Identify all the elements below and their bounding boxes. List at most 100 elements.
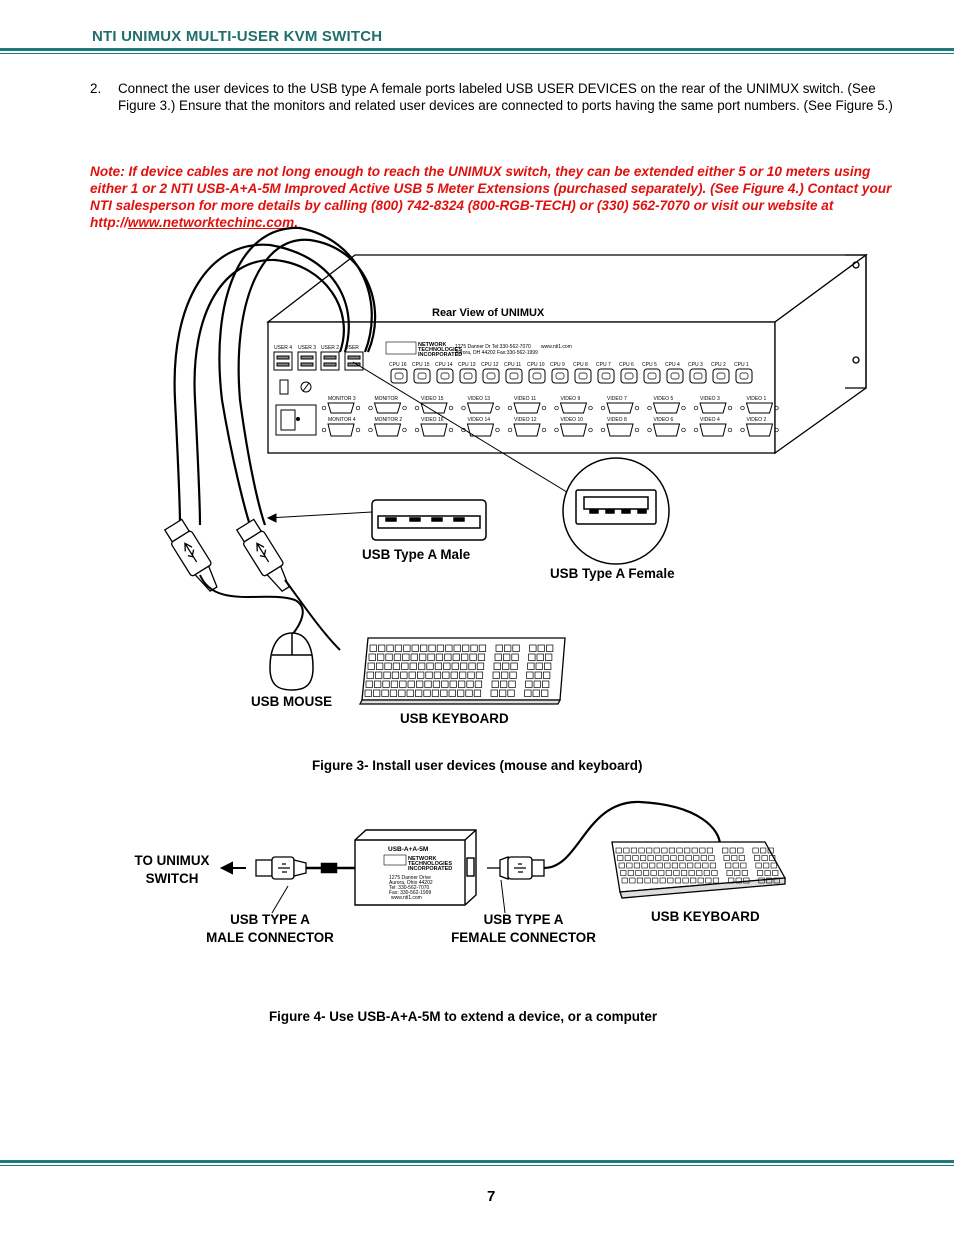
video-port (513, 423, 541, 437)
keyboard-key (424, 680, 432, 688)
keyboard-key (460, 662, 468, 670)
keyboard-key (525, 680, 533, 688)
female-connector-line: USB TYPE A (483, 912, 564, 927)
keyboard-key (632, 855, 639, 861)
keyboard-key (646, 847, 653, 854)
keyboard-key (626, 862, 633, 869)
keyboard-key (629, 877, 636, 884)
cpu-port-label: CPU 3 (688, 362, 703, 368)
user-port-label: USER (345, 345, 359, 351)
keyboard-key (499, 689, 507, 697)
keyboard-key (659, 877, 666, 884)
keyboard-key (428, 644, 436, 652)
cpu-port-label: CPU 13 (458, 362, 476, 368)
keyboard-key (533, 680, 541, 688)
keyboard-key (647, 855, 654, 861)
keyboard-key (476, 662, 485, 670)
to-unimux-line: TO UNIMUX (134, 853, 210, 868)
footer-rule-thin (0, 1165, 954, 1166)
keyboard-key (731, 855, 738, 861)
keyboard-key (723, 855, 730, 861)
keyboard-key (662, 855, 669, 861)
usb-keyboard-label: USB KEYBOARD (400, 711, 509, 726)
video-port-label: VIDEO 7 (607, 396, 627, 402)
cpu-port-label: CPU 10 (527, 362, 545, 368)
address-line: Aurora, Ohio 44202 (389, 880, 433, 886)
port-screw (541, 427, 547, 433)
keyboard-key (381, 689, 389, 697)
keyboard-key (664, 862, 671, 869)
keyboard-key (772, 870, 779, 876)
keyboard-key (385, 653, 393, 661)
male-connector-line: MALE CONNECTOR (206, 930, 334, 945)
keyboard-key (615, 847, 622, 854)
female-connector-label: USB TYPE A FEMALE CONNECTOR (446, 912, 601, 945)
video-port-label: VIDEO 1 (747, 396, 767, 402)
keyboard-key (621, 877, 628, 884)
company-name-line: TECHNOLOGIES (408, 861, 452, 867)
keyboard-key (758, 877, 765, 884)
video-port (420, 423, 448, 437)
keyboard-key (690, 877, 697, 884)
extender-company: NETWORK TECHNOLOGIES INCORPORATED (383, 854, 452, 872)
cpu-port-label: CPU 5 (642, 362, 657, 368)
cpu-port (620, 368, 638, 384)
cpu-port-inner (601, 372, 611, 380)
user-port-label: USER 2 (321, 345, 339, 351)
video-port (466, 402, 495, 414)
keyboard-key (676, 847, 683, 854)
cpu-port-inner (394, 372, 404, 380)
keyboard-key (650, 870, 657, 876)
fig4-cable-right (543, 800, 722, 870)
keyboard-key (411, 644, 419, 652)
keyboard-key (618, 862, 625, 869)
video-port-label: VIDEO 13 (468, 396, 491, 402)
keyboard-key (728, 877, 735, 884)
cpu-port (482, 368, 500, 384)
keyboard-key (661, 847, 668, 854)
company-name-line: NETWORK (418, 342, 446, 348)
keyboard-key (638, 847, 645, 854)
keyboard-key (419, 653, 427, 661)
fig4-keyboard-keys (615, 847, 780, 884)
page-number: 7 (487, 1188, 496, 1205)
keyboard-key (494, 653, 502, 661)
port-screw (634, 427, 640, 433)
keyboard-key (440, 689, 448, 697)
video-port (606, 402, 634, 414)
step-text: Connect the user devices to the USB type… (118, 81, 893, 113)
video-port-label: VIDEO 12 (514, 417, 537, 423)
keyboard-key (459, 671, 467, 679)
keyboard-key (435, 653, 444, 661)
video-port-label: MONITOR 4 (328, 417, 356, 423)
keyboard-key (766, 877, 773, 884)
cpu-port-label: CPU 14 (435, 362, 453, 368)
video-port (420, 402, 448, 414)
keyboard-key (770, 862, 777, 869)
user-port-labels: USER 4 USER 3 USER 2 USER (274, 345, 359, 351)
usb-extender-box (354, 829, 477, 906)
keyboard-key (700, 855, 707, 861)
keyboard-key (542, 680, 550, 688)
keyboard-key (418, 662, 426, 670)
video-port-label: VIDEO 5 (654, 396, 674, 402)
keyboard-key (383, 671, 391, 679)
cpu-port-label: CPU 1 (734, 362, 749, 368)
fig4-keyboard-label: USB KEYBOARD (651, 909, 760, 924)
keyboard-key (504, 644, 512, 652)
usb-plug-left (163, 518, 218, 593)
cpu-port-label: CPU 4 (665, 362, 680, 368)
keyboard-key (644, 877, 651, 884)
usb-male-label: USB Type A Male (362, 547, 471, 562)
keyboard-key (415, 689, 423, 697)
keyboard-key (433, 671, 442, 679)
port-screw (368, 427, 373, 433)
keyboard-key (452, 653, 460, 661)
website-link[interactable]: www.networktechinc.com (127, 215, 295, 230)
keyboard-key (755, 862, 762, 869)
keyboard-key (536, 653, 544, 661)
keyboard-key (680, 870, 688, 876)
cpu-port-label: CPU 2 (711, 362, 726, 368)
cpu-port-label: CPU 8 (573, 362, 588, 368)
keyboard-key (403, 644, 411, 652)
